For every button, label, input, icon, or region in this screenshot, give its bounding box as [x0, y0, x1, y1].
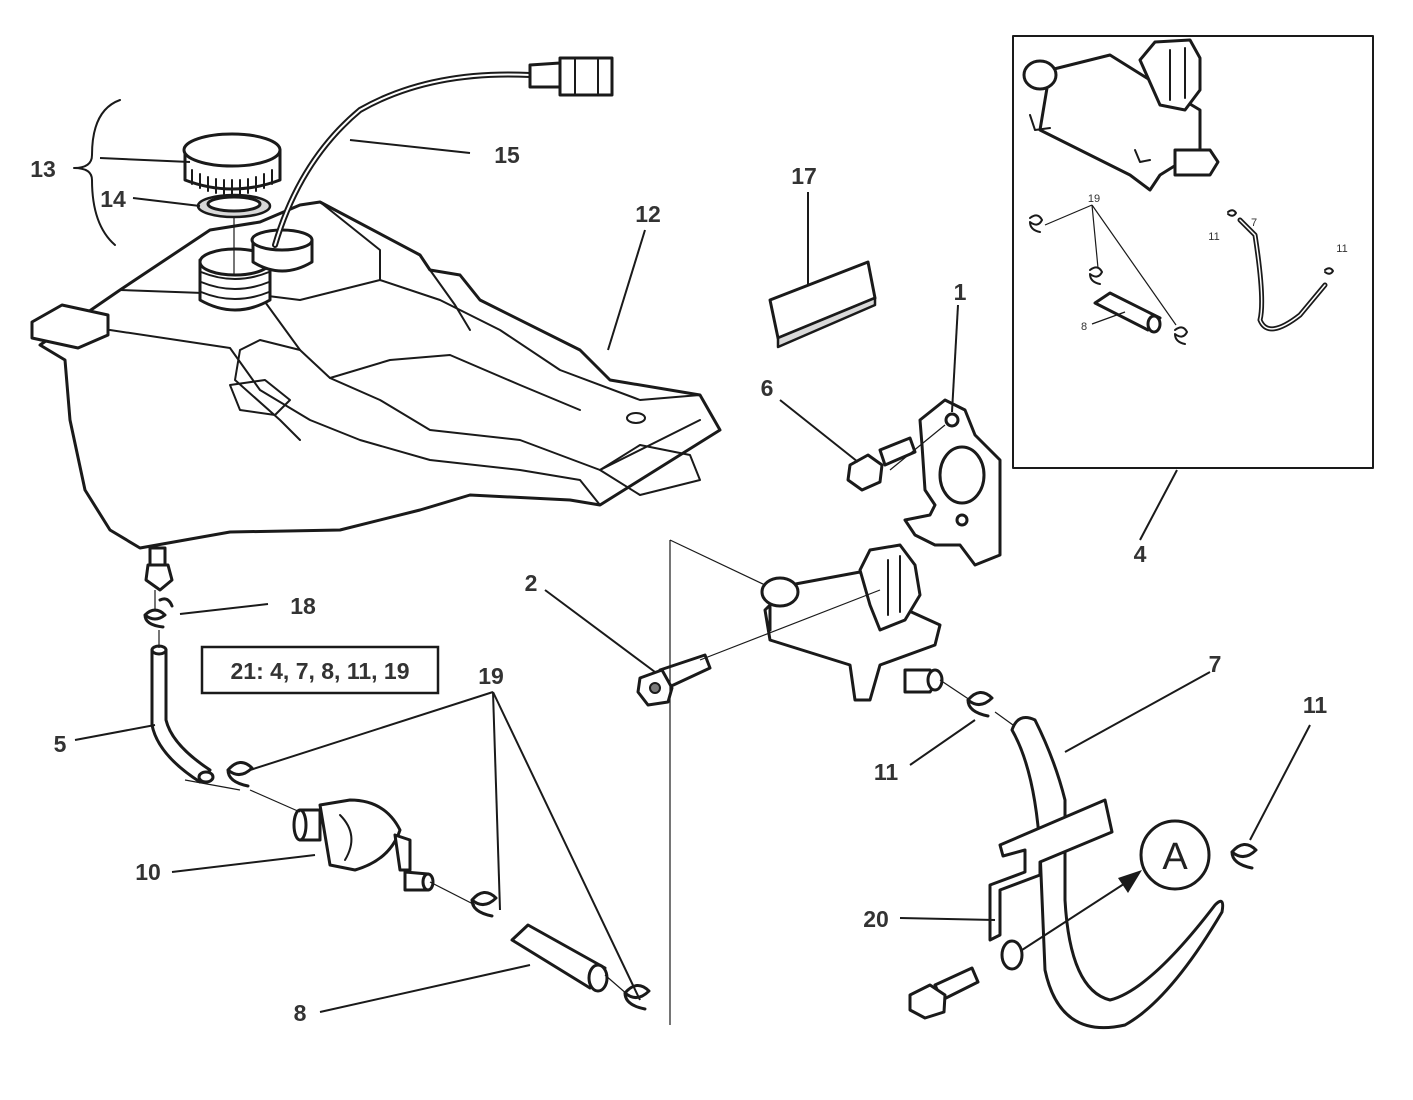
inset-leaders — [1044, 204, 1177, 326]
callout-13: 13 — [30, 156, 56, 182]
callout-labels: 13 14 15 12 17 1 6 2 18 5 19 10 8 4 7 11… — [30, 142, 1327, 1026]
reference-marker-a: A — [1139, 819, 1211, 891]
inset-callout-8: 8 — [1081, 321, 1087, 333]
connector-pipe — [510, 923, 609, 993]
callout-10: 10 — [135, 859, 161, 885]
filler-cap — [182, 132, 282, 195]
reference-marker-a-label: A — [1162, 836, 1188, 878]
inset-callout-11-left: 11 — [1208, 231, 1219, 243]
callout-4: 4 — [1134, 541, 1147, 567]
inset-callout-11-right: 11 — [1336, 243, 1347, 255]
callout-17: 17 — [791, 163, 817, 189]
arrow-head — [1118, 870, 1142, 893]
leader-lines — [74, 139, 1311, 1013]
callout-8: 8 — [294, 1000, 307, 1026]
callout-20: 20 — [863, 906, 889, 932]
kit-note-box: 21: 4, 7, 8, 11, 19 — [200, 645, 440, 695]
hose-bracket — [988, 798, 1114, 971]
callout-1: 1 — [954, 279, 967, 305]
label-plate — [768, 260, 877, 349]
callout-5: 5 — [54, 731, 67, 757]
pump-screw — [636, 653, 712, 707]
cap-seal — [196, 193, 272, 219]
callout-6: 6 — [761, 375, 774, 401]
callout-18: 18 — [290, 593, 316, 619]
callout-12: 12 — [635, 201, 661, 227]
hose-clip-pump — [966, 691, 994, 718]
callout-19: 19 — [478, 663, 504, 689]
assembly-lines — [154, 424, 1014, 1025]
bracket-brace — [73, 99, 121, 246]
inline-filter — [292, 798, 435, 892]
washer-pump — [760, 543, 944, 702]
inset-callout-labels: 19 8 7 11 11 — [1081, 193, 1348, 333]
hose-clip-free — [1230, 843, 1258, 870]
inset-pump — [1022, 38, 1220, 192]
inset-box — [1012, 35, 1374, 469]
hose-bracket-screw — [908, 966, 980, 1020]
inset-callout-19: 19 — [1088, 193, 1100, 205]
callout-11-pump: 11 — [874, 759, 899, 785]
mounting-bracket — [903, 398, 1002, 567]
tank-clip — [143, 597, 174, 629]
level-sensor-cable — [272, 56, 614, 248]
callout-2: 2 — [525, 570, 538, 596]
kit-note-text: 21: 4, 7, 8, 11, 19 — [230, 658, 409, 684]
reservoir-tank — [30, 200, 722, 592]
inset-hose — [1237, 217, 1328, 332]
outlet-hose — [1010, 716, 1225, 1030]
callout-11-free: 11 — [1303, 692, 1328, 718]
hose-short — [150, 644, 215, 784]
inset-callout-7: 7 — [1251, 217, 1257, 229]
callout-15: 15 — [494, 142, 520, 168]
callout-7: 7 — [1209, 651, 1222, 677]
inset-clips — [1029, 209, 1334, 345]
callout-14: 14 — [100, 186, 126, 212]
inset-connector-pipe — [1093, 291, 1162, 334]
hose-clips — [226, 761, 651, 1011]
bracket-screw — [846, 436, 917, 492]
